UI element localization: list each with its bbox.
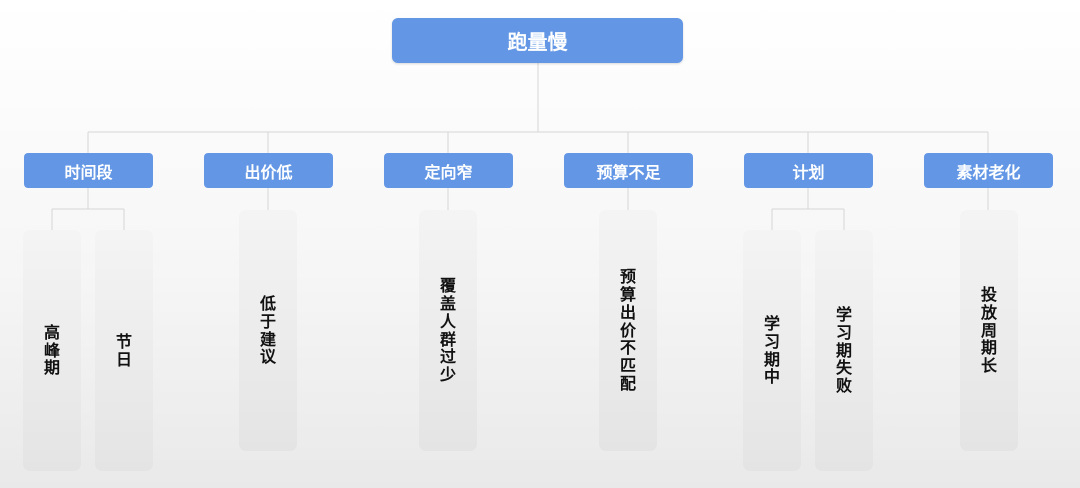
category-label: 计划 [792, 162, 825, 182]
leaf-label: 覆盖人群过少 [439, 275, 456, 385]
category-label: 预算不足 [596, 162, 661, 182]
category-node-creative-aging: 素材老化 [924, 153, 1053, 188]
category-node-time-period: 时间段 [24, 153, 153, 188]
category-node-plan: 计划 [744, 153, 873, 188]
leaf-node-in-learning: 学习期中 [743, 230, 801, 471]
leaf-node-long-delivery: 投放周期长 [960, 210, 1018, 451]
leaf-node-audience-too-small: 覆盖人群过少 [419, 210, 477, 451]
leaf-label: 预算出价不匹配 [619, 266, 636, 394]
leaf-label: 学习期中 [763, 313, 780, 387]
category-label: 时间段 [64, 162, 113, 182]
category-label: 出价低 [244, 162, 293, 182]
category-node-low-bid: 出价低 [204, 153, 333, 188]
leaf-node-budget-bid-mismatch: 预算出价不匹配 [599, 210, 657, 451]
leaf-label: 学习期失败 [835, 304, 852, 396]
leaf-node-below-suggestion: 低于建议 [239, 210, 297, 451]
leaf-label: 高峰期 [43, 322, 60, 378]
leaf-label: 投放周期长 [980, 284, 997, 376]
leaf-label: 低于建议 [259, 293, 276, 367]
root-label: 跑量慢 [507, 30, 568, 54]
category-label: 定向窄 [424, 162, 473, 182]
leaf-node-holiday: 节日 [95, 230, 153, 471]
category-node-insufficient-budget: 预算不足 [564, 153, 693, 188]
category-node-narrow-targeting: 定向窄 [384, 153, 513, 188]
category-label: 素材老化 [956, 162, 1021, 182]
root-node: 跑量慢 [392, 18, 683, 63]
leaf-node-peak-period: 高峰期 [23, 230, 81, 471]
leaf-node-learning-failed: 学习期失败 [815, 230, 873, 471]
leaf-label: 节日 [115, 331, 132, 369]
